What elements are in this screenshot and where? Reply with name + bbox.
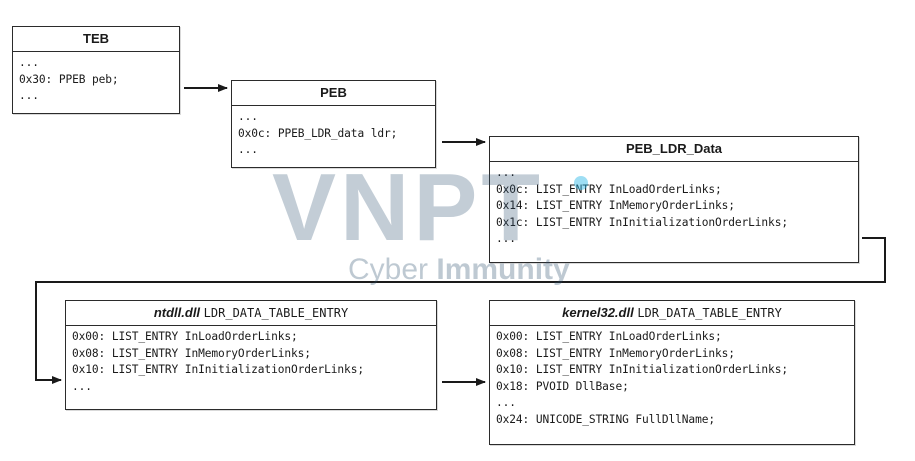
ntdll-dll-name: ntdll.dll (153, 305, 201, 320)
peb-ldr-data-box: PEB_LDR_Data ... 0x0c: LIST_ENTRY InLoad… (489, 136, 859, 263)
peb-ldr-data-title: PEB_LDR_Data (490, 137, 858, 162)
ntdll-entry-title: ntdll.dll LDR_DATA_TABLE_ENTRY (66, 301, 436, 326)
kernel32-row: 0x08: LIST_ENTRY InMemoryOrderLinks; (496, 346, 735, 360)
kernel32-row: 0x24: UNICODE_STRING FullDllName; (496, 412, 715, 426)
peb-fields: ... 0x0c: PPEB_LDR_data ldr; ... (232, 106, 435, 163)
peb-title: PEB (232, 81, 435, 106)
ntdll-entry-box: ntdll.dll LDR_DATA_TABLE_ENTRY 0x00: LIS… (65, 300, 437, 410)
ldr-data-row: 0x14: LIST_ENTRY InMemoryOrderLinks; (496, 199, 735, 213)
kernel32-row: 0x18: PVOID DllBase; (496, 379, 629, 393)
teb-title: TEB (13, 27, 179, 52)
peb-row: ... (238, 143, 258, 157)
peb-row-ldr: 0x0c: PPEB_LDR_data ldr; (238, 126, 398, 140)
teb-row: ... (19, 89, 39, 103)
watermark-tagline-bold: Immunity (436, 253, 570, 286)
peb-box: PEB ... 0x0c: PPEB_LDR_data ldr; ... (231, 80, 436, 168)
kernel32-struct-name: LDR_DATA_TABLE_ENTRY (637, 306, 782, 320)
teb-row-peb: 0x30: PPEB peb; (19, 72, 119, 86)
watermark-dot-icon (574, 176, 588, 190)
kernel32-entry-box: kernel32.dll LDR_DATA_TABLE_ENTRY 0x00: … (489, 300, 855, 445)
ntdll-row: 0x00: LIST_ENTRY InLoadOrderLinks; (72, 330, 298, 343)
ntdll-row: 0x10: LIST_ENTRY InInitializationOrderLi… (72, 363, 364, 377)
watermark-tagline-light: Cyber (348, 253, 437, 286)
peb-ldr-data-fields: ... 0x0c: LIST_ENTRY InLoadOrderLinks; 0… (490, 162, 858, 252)
ntdll-row: ... (72, 379, 92, 393)
kernel32-entry-fields: 0x00: LIST_ENTRY InLoadOrderLinks; 0x08:… (490, 326, 854, 433)
peb-row: ... (238, 110, 258, 123)
watermark-logo: VNPT (272, 154, 545, 261)
teb-box: TEB ... 0x30: PPEB peb; ... (12, 26, 180, 114)
ntdll-struct-name: LDR_DATA_TABLE_ENTRY (203, 306, 349, 320)
ldr-data-row: ... (496, 232, 516, 246)
ntdll-entry-fields: 0x00: LIST_ENTRY InLoadOrderLinks; 0x08:… (66, 326, 436, 399)
kernel32-dll-name: kernel32.dll (562, 305, 634, 320)
kernel32-row: 0x10: LIST_ENTRY InInitializationOrderLi… (496, 363, 788, 377)
kernel32-row: 0x00: LIST_ENTRY InLoadOrderLinks; (496, 330, 722, 343)
kernel32-row: ... (496, 396, 516, 410)
watermark-tagline: Cyber Immunity (348, 255, 570, 285)
teb-fields: ... 0x30: PPEB peb; ... (13, 52, 179, 109)
ntdll-row: 0x08: LIST_ENTRY InMemoryOrderLinks; (72, 346, 311, 360)
ldr-data-row: 0x1c: LIST_ENTRY InInitializationOrderLi… (496, 215, 788, 229)
arrow-ldr-data-to-ntdll (35, 237, 886, 384)
ldr-data-row: 0x0c: LIST_ENTRY InLoadOrderLinks; (496, 182, 722, 196)
kernel32-entry-title: kernel32.dll LDR_DATA_TABLE_ENTRY (490, 301, 854, 326)
teb-row: ... (19, 56, 39, 69)
ldr-data-row: ... (496, 166, 516, 179)
